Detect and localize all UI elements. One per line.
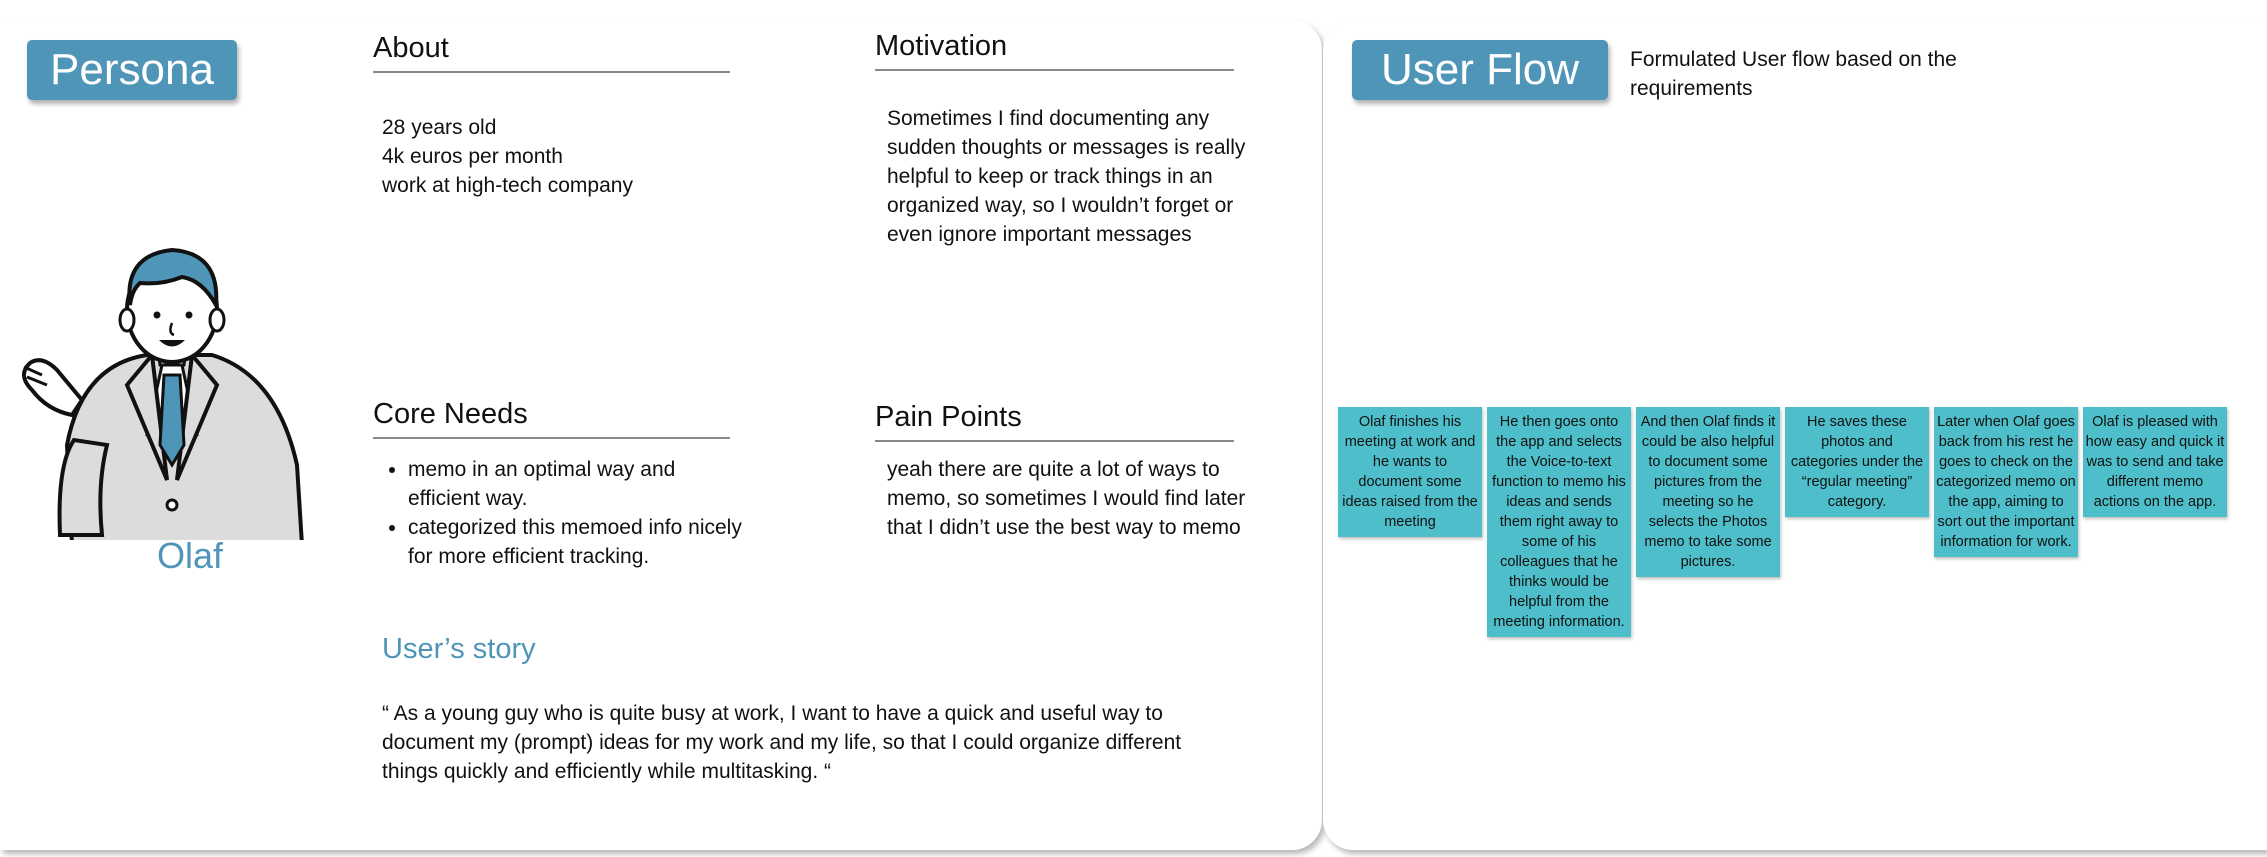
user-flow-caption: Formulated User flow based on the requir… [1630, 48, 1957, 100]
flow-step-3: And then Olaf finds it could be also hel… [1636, 407, 1780, 577]
core-needs-list: memo in an optimal way and efficient way… [382, 455, 748, 571]
pain-points-heading: Pain Points [875, 401, 1234, 442]
user-flow-title: User Flow [1352, 40, 1608, 100]
flow-step-2: He then goes onto the app and selects th… [1487, 407, 1631, 637]
flow-step-6: Olaf is pleased with how easy and quick … [2083, 407, 2227, 517]
core-needs-heading: Core Needs [373, 398, 730, 439]
user-flow-panel: User Flow Formulated User flow based on … [1323, 20, 2267, 850]
about-line: 4k euros per month [382, 145, 563, 168]
user-story-text: “ As a young guy who is quite busy at wo… [382, 702, 1182, 783]
persona-avatar [22, 247, 304, 540]
flow-step-5: Later when Olaf goes back from his rest … [1934, 407, 2078, 557]
persona-panel: Persona Olaf About 28 ye [0, 20, 1322, 850]
persona-name: Olaf [156, 535, 224, 576]
about-line: work at high-tech company [382, 174, 633, 197]
pain-points-text: yeah there are quite a lot of ways to me… [887, 458, 1246, 539]
about-line: 28 years old [382, 116, 497, 139]
motivation-text: Sometimes I find documenting any sudden … [887, 107, 1246, 246]
persona-title: Persona [27, 40, 237, 100]
about-list: 28 years old 4k euros per month work at … [382, 113, 633, 200]
core-need-item: memo in an optimal way and efficient way… [408, 455, 748, 513]
flow-step-1: Olaf finishes his meeting at work and he… [1338, 407, 1482, 537]
about-heading: About [373, 32, 730, 73]
flow-step-4: He saves these photos and categories und… [1785, 407, 1929, 517]
user-story-heading: User’s story [382, 633, 536, 665]
motivation-heading: Motivation [875, 30, 1234, 71]
core-need-item: categorized this memoed info nicely for … [408, 513, 748, 571]
